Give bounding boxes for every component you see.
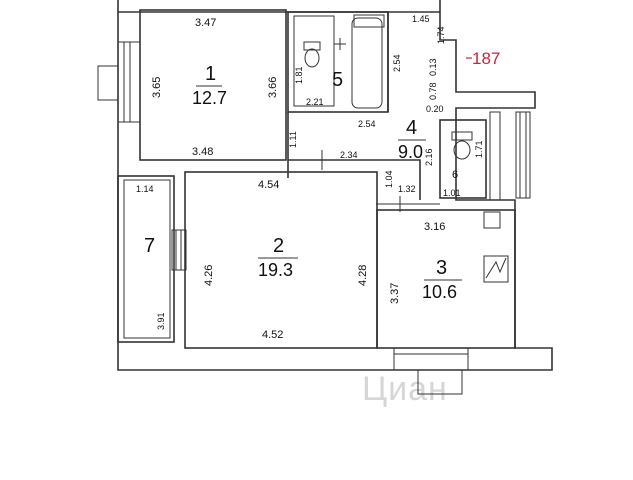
toilet [453,140,471,160]
kitchen-fixture [483,255,509,283]
dim-r6-right: 1.71 [474,140,484,158]
dim-r1-left: 3.65 [151,77,163,98]
room-1-number: 1 [205,63,216,85]
dim-r4-bottom: 2.34 [340,150,358,160]
room-7-number: 7 [144,235,155,257]
dim-r6-bottom: 1.01 [443,188,461,198]
dim-r3-top: 3.16 [424,221,445,233]
dim-hall-b: 0.13 [428,58,438,76]
shaft [489,111,501,201]
room-1-window [117,41,141,123]
shaft [515,111,531,199]
room-4-area: 9.0 [398,142,423,162]
room-6-outline [439,119,487,199]
dim-r2-top: 4.54 [258,179,279,191]
dim-r2-right: 4.28 [357,265,369,286]
room-2-area: 19.3 [258,260,293,280]
dim-r3-left: 3.37 [389,283,401,304]
dim-r1-right: 3.66 [267,77,279,98]
dim-r5-left: 1.81 [294,66,304,84]
dim-r7-bottom: 3.91 [156,312,166,330]
dim-corr-b: 1.32 [398,184,416,194]
room-2-number: 2 [273,235,284,257]
room-2-window [171,229,187,271]
dim-hall-c: 0.78 [428,82,438,100]
bath-tap [353,14,385,28]
toilet-tank [303,41,321,51]
room-4-number: 4 [406,117,417,139]
dim-r2-bottom: 4.52 [262,329,283,341]
room-3-number: 3 [436,257,447,279]
room-5-inner [293,15,335,107]
watermark: Циан [362,370,448,408]
toilet-tank [451,131,473,141]
room-3-balcony [417,369,463,395]
room-3-area: 10.6 [422,282,457,302]
toilet [304,48,320,68]
dim-hall-d: 0.20 [426,104,444,114]
outer-wall [117,0,553,371]
room-4-walls [287,12,421,200]
dim-hall-top: 1.45 [412,14,430,24]
fixture-line [485,257,507,279]
room-3-outline [376,209,516,349]
room-5-number: 5 [332,69,343,91]
dim-r5-right: 2.54 [392,54,402,72]
dim-corr-a: 1.04 [384,170,394,188]
stove [483,211,501,229]
dim-r1-bottom: 3.48 [192,146,213,158]
room-3-window [393,347,469,371]
room-7-outline [117,175,175,343]
dim-r4-top: 2.54 [358,119,376,129]
dim-r4-left: 1.11 [288,131,298,148]
dim-r7-top: 1.14 [136,184,154,194]
room-6-number: 6 [452,169,458,181]
dim-hall-a: 1.74 [436,26,446,44]
dim-r4-right: 2.16 [424,148,434,166]
room-7-inner [123,179,171,339]
dim-r2-left: 4.26 [203,265,215,286]
room-1-area: 12.7 [192,88,227,108]
flat-number: 187 [472,49,500,68]
bathtub [351,17,383,109]
room-1-balcony [97,65,119,101]
dim-r1-top: 3.47 [195,17,216,29]
dim-r5-bottom: 2.21 [306,97,324,107]
